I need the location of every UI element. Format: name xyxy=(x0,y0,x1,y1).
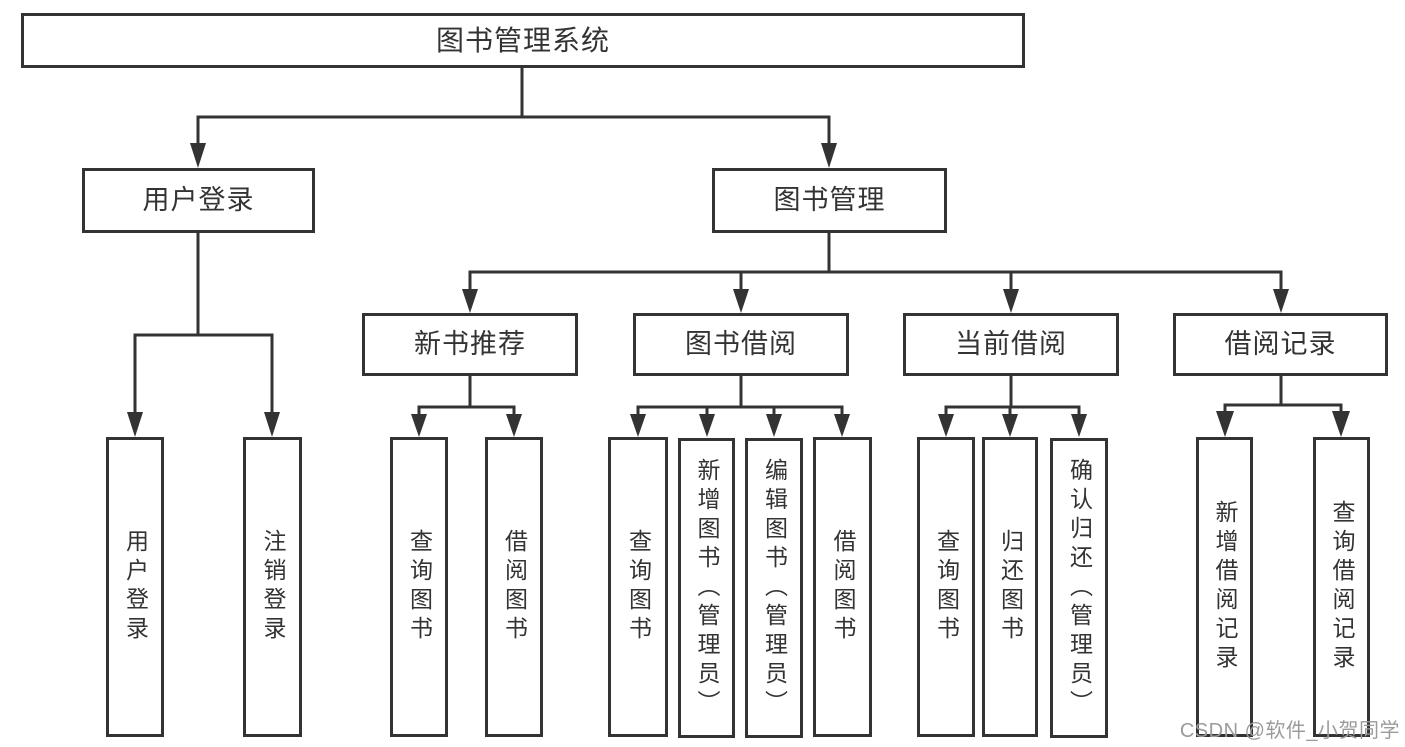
leaf-query-book-borrow-label: 查询图书 xyxy=(625,529,652,645)
node-new-book-rec-label: 新书推荐 xyxy=(414,329,526,359)
node-borrow-records-label: 借阅记录 xyxy=(1224,329,1337,359)
connector-current-borrow-to-leaves xyxy=(938,374,1087,437)
leaf-logout-label: 注销登录 xyxy=(260,529,286,645)
node-user-login: 用户登录 xyxy=(82,168,315,233)
leaf-edit-book-admin-label: 编辑图书（管理员） xyxy=(761,457,788,719)
leaf-confirm-return-admin-label: 确认归还（管理员） xyxy=(1066,457,1093,719)
leaf-query-borrow-record-label: 查询借阅记录 xyxy=(1329,500,1355,674)
connector-user-login-to-leaves xyxy=(127,231,280,437)
leaf-borrow-book-newrec: 借阅图书 xyxy=(485,437,543,737)
node-book-mgmt: 图书管理 xyxy=(712,168,947,233)
leaf-user-login-label: 用户登录 xyxy=(122,529,149,645)
leaf-add-borrow-record: 新增借阅记录 xyxy=(1196,437,1253,737)
leaf-query-book-borrow: 查询图书 xyxy=(608,437,668,737)
leaf-query-book-newrec-label: 查询图书 xyxy=(406,529,433,645)
node-book-mgmt-label: 图书管理 xyxy=(773,185,886,215)
leaf-borrow-book-label: 借阅图书 xyxy=(830,529,856,645)
connector-book-borrow-to-leaves xyxy=(630,374,850,437)
connector-book-mgmt-to-level3 xyxy=(462,231,1289,313)
node-current-borrow: 当前借阅 xyxy=(903,313,1119,376)
node-book-borrow-label: 图书借阅 xyxy=(685,329,797,359)
node-book-borrow: 图书借阅 xyxy=(633,313,849,376)
leaf-borrow-book: 借阅图书 xyxy=(813,437,872,737)
connector-root-to-level2 xyxy=(190,66,837,168)
leaf-borrow-book-newrec-label: 借阅图书 xyxy=(501,529,528,645)
node-borrow-records: 借阅记录 xyxy=(1173,313,1388,376)
node-library-system-label: 图书管理系统 xyxy=(435,24,610,56)
leaf-logout: 注销登录 xyxy=(243,437,302,737)
node-current-borrow-label: 当前借阅 xyxy=(955,329,1067,359)
connector-borrow-records-to-leaves xyxy=(1216,374,1350,437)
leaf-query-book-current-label: 查询图书 xyxy=(933,529,960,645)
node-library-system: 图书管理系统 xyxy=(21,13,1025,68)
leaf-query-borrow-record: 查询借阅记录 xyxy=(1313,437,1370,737)
leaf-edit-book-admin: 编辑图书（管理员） xyxy=(745,438,803,738)
leaf-query-book-current: 查询图书 xyxy=(917,437,975,737)
leaf-add-borrow-record-label: 新增借阅记录 xyxy=(1212,500,1238,674)
csdn-watermark: CSDN @软件_小贺同学 xyxy=(1179,720,1400,742)
leaf-add-book-admin-label: 新增图书（管理员） xyxy=(694,457,720,719)
node-new-book-rec: 新书推荐 xyxy=(362,313,578,376)
leaf-add-book-admin: 新增图书（管理员） xyxy=(678,438,735,738)
leaf-user-login: 用户登录 xyxy=(106,437,164,737)
leaf-confirm-return-admin: 确认归还（管理员） xyxy=(1050,438,1108,738)
leaf-return-book: 归还图书 xyxy=(982,437,1038,737)
leaf-query-book-newrec: 查询图书 xyxy=(390,437,448,737)
leaf-return-book-label: 归还图书 xyxy=(997,529,1024,645)
connector-new-book-to-leaves xyxy=(411,374,522,437)
node-user-login-label: 用户登录 xyxy=(142,185,255,215)
